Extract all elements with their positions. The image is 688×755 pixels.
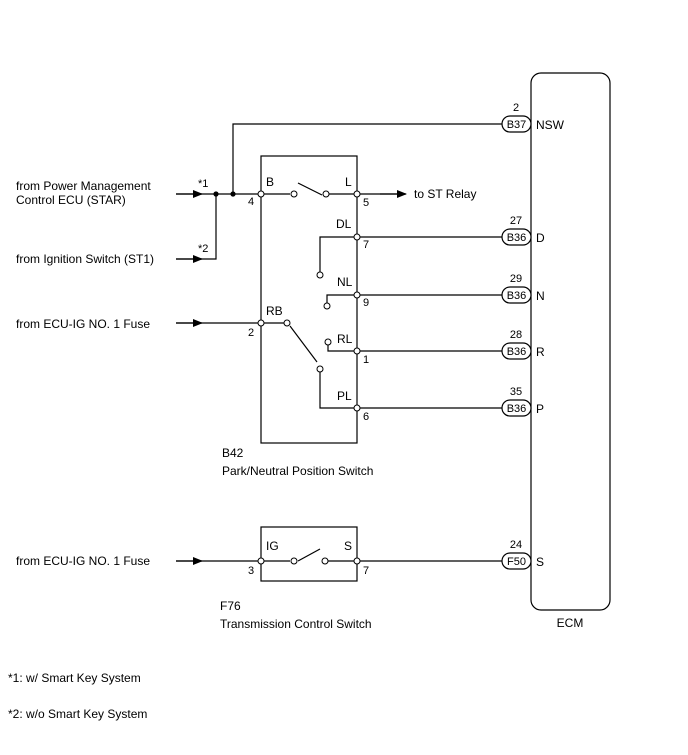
ecm-pin-number: 27: [510, 215, 522, 227]
b-contact: [290, 190, 298, 198]
ecm-pin-number: 24: [510, 539, 522, 551]
terminal-label: RB: [266, 304, 283, 318]
pin-9-terminal: [353, 291, 361, 299]
terminal-label: RL: [337, 332, 353, 346]
rl-contact: [324, 338, 332, 346]
nsw-wire: [232, 123, 502, 194]
ecm-signal-label: P: [536, 402, 544, 416]
connector-code: B36: [507, 290, 527, 302]
connector-code: B37: [507, 119, 527, 131]
connector-b36: [501, 399, 532, 417]
terminal-label: B: [266, 175, 274, 189]
ig-s-switch-blade: [297, 548, 321, 562]
switch-name: Park/Neutral Position Switch: [222, 464, 373, 478]
terminal-label: L: [345, 175, 352, 189]
ignition-wire: [176, 194, 217, 260]
s-contact: [321, 557, 329, 565]
ecm-pin-number: 29: [510, 273, 522, 285]
connector-b36: [501, 342, 532, 360]
connector-b36: [501, 286, 532, 304]
terminal-label: IG: [266, 539, 279, 553]
switch-name: Transmission Control Switch: [220, 617, 372, 631]
ecm-signal-label: R: [536, 345, 545, 359]
ecm-pin-number: 28: [510, 329, 522, 341]
ecm-signal-label: N: [536, 289, 545, 303]
pin-1-terminal: [353, 347, 361, 355]
pin-5-terminal: [353, 190, 361, 198]
marker-2: *2: [198, 243, 208, 255]
pl-wire: [319, 372, 357, 409]
pin-6-terminal: [353, 404, 361, 412]
pin-number: 7: [363, 239, 369, 251]
footnote: *1: w/ Smart Key System: [8, 671, 141, 685]
pin-number: 2: [248, 327, 254, 339]
pin-number: 4: [248, 196, 254, 208]
pin-7-terminal: [353, 557, 361, 565]
source-label: Control ECU (STAR): [16, 193, 126, 207]
terminal-label: S: [344, 539, 352, 553]
marker-1: *1: [198, 178, 208, 190]
connector-code: B36: [507, 232, 527, 244]
terminal-label: PL: [337, 389, 352, 403]
pl-contact: [316, 365, 324, 373]
nl-contact: [323, 302, 331, 310]
connector-code: F50: [507, 556, 526, 568]
tcs-switch-box: [260, 526, 358, 582]
connector-f50: [501, 552, 532, 570]
switch-code: B42: [222, 446, 244, 460]
junction-dot: [213, 191, 219, 197]
rb-contact: [283, 319, 291, 327]
junction-dot: [230, 191, 236, 197]
terminal-label: NL: [337, 275, 353, 289]
dl-wire: [319, 236, 357, 272]
ig-contact: [290, 557, 298, 565]
nl-wire: [326, 294, 357, 303]
l-contact: [322, 190, 330, 198]
pin-number: 3: [248, 565, 254, 577]
source-label: from Ignition Switch (ST1): [16, 252, 154, 266]
pin-number: 5: [363, 197, 369, 209]
connector-b36: [501, 228, 532, 246]
pin-3-terminal: [257, 557, 265, 565]
ecm-signal-label: NSW: [536, 118, 565, 132]
dl-contact: [316, 271, 324, 279]
ecm-label: ECM: [557, 616, 584, 630]
ecm-pin-number: 2: [513, 102, 519, 114]
ecm-signal-label: S: [536, 555, 544, 569]
pin-7-terminal: [353, 233, 361, 241]
terminal-label: DL: [336, 217, 352, 231]
connector-code: B36: [507, 346, 527, 358]
destination-label: to ST Relay: [414, 187, 476, 201]
rl-wire: [327, 345, 357, 352]
b-l-switch-blade: [297, 182, 323, 196]
source-label: from ECU-IG NO. 1 Fuse: [16, 554, 150, 568]
footnote: *2: w/o Smart Key System: [8, 707, 147, 721]
ecm-box: [530, 72, 611, 611]
source-label: from ECU-IG NO. 1 Fuse: [16, 317, 150, 331]
ecm-pin-number: 35: [510, 386, 522, 398]
switch-code: F76: [220, 599, 241, 613]
pnp-switch-box: [260, 155, 358, 444]
source-label: from Power Management: [16, 179, 151, 193]
pin-number: 6: [363, 411, 369, 423]
connector-code: B36: [507, 403, 527, 415]
pin-number: 1: [363, 354, 369, 366]
connector-b37: [501, 115, 532, 133]
pin-2-terminal: [257, 319, 265, 327]
ecm-signal-label: D: [536, 231, 545, 245]
pin-number: 7: [363, 565, 369, 577]
rb-selector-blade: [289, 325, 318, 363]
pin-4-terminal: [257, 190, 265, 198]
pin-number: 9: [363, 297, 369, 309]
